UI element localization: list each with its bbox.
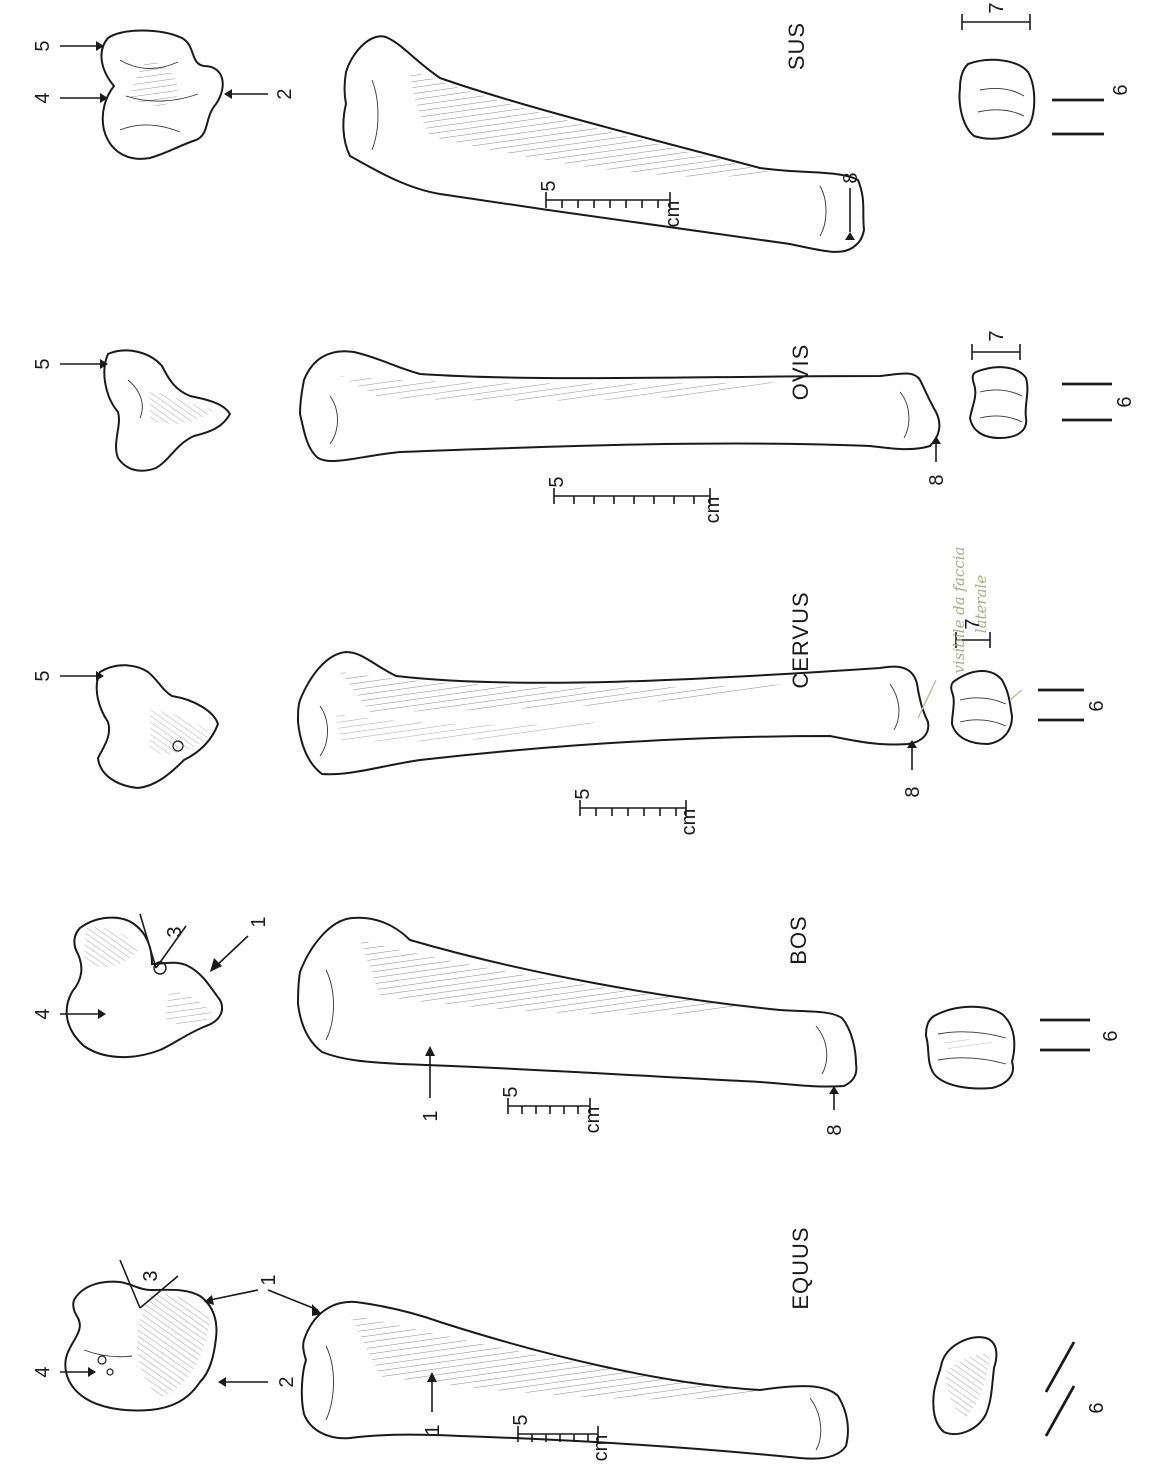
scale-bar-bos: 5 cm [500,1086,604,1133]
measure-6-cervus: 6 [1038,690,1108,720]
measure-6-sus: 6 [1052,84,1132,134]
svg-text:cm: cm [590,1435,612,1462]
svg-text:cm: cm [582,1107,604,1134]
svg-text:6: 6 [1086,700,1108,711]
label-1: 1 [248,916,270,927]
species-label-sus: SUS [784,22,809,70]
row-cervus: 5 8 CERVUS 5 cm 7 6 visibile da faccia [32,547,1108,836]
svg-text:6: 6 [1114,396,1136,407]
label-2: 2 [276,1376,298,1387]
svg-text:5: 5 [538,180,560,191]
row-sus: 5 4 2 8 SUS 5 cm 7 6 [32,2,1132,251]
measure-7-sus: 7 [962,2,1030,30]
ovis-distal-bone [970,367,1027,438]
label-4: 4 [32,92,54,103]
label-8: 8 [824,1124,846,1135]
svg-text:5: 5 [510,1414,532,1425]
species-label-ovis: OVIS [788,344,813,401]
label-5: 5 [32,40,54,51]
row-ovis: 5 8 OVIS 5 cm 7 6 [32,330,1136,523]
label-8: 8 [902,786,924,797]
svg-text:cm: cm [678,809,700,836]
row-equus: 4 3 2 1 1 EQUUS 5 cm 6 [32,1226,1108,1461]
species-label-bos: BOS [786,915,811,964]
svg-text:5: 5 [546,476,568,487]
row-bos: 4 3 1 1 8 BOS 5 cm 6 [32,914,1122,1136]
sus-distal-bone [960,60,1035,139]
svg-text:5: 5 [572,788,594,799]
label-1-shaft: 1 [420,1110,442,1121]
scale-bar-ovis: 5 cm [546,476,724,523]
svg-text:cm: cm [662,201,684,228]
label-8: 8 [840,172,862,183]
svg-text:cm: cm [702,497,724,524]
measure-7-ovis: 7 [972,330,1020,360]
label-4: 4 [32,1366,54,1377]
svg-text:7: 7 [986,330,1008,341]
svg-text:visibile da faccia: visibile da faccia [950,547,968,674]
species-label-equus: EQUUS [788,1226,813,1309]
measure-6-ovis: 6 [1062,384,1136,420]
label-5: 5 [32,670,54,681]
svg-text:6: 6 [1110,84,1132,95]
svg-text:7: 7 [986,2,1008,13]
svg-text:6: 6 [1100,1030,1122,1041]
cervus-shaft-bone [298,652,928,774]
label-1-shaft: 1 [422,1424,444,1435]
label-1: 1 [258,1274,280,1285]
svg-text:5: 5 [500,1086,522,1097]
species-label-cervus: CERVUS [788,591,813,688]
label-2: 2 [274,88,296,99]
measure-6-bos: 6 [1040,1020,1122,1050]
measure-6-equus: 6 [1046,1342,1108,1436]
svg-text:laterale: laterale [972,575,990,634]
label-3: 3 [164,926,186,937]
label-4: 4 [32,1008,54,1019]
scale-bar-cervus: 5 cm [572,788,700,835]
label-5: 5 [32,358,54,369]
svg-text:6: 6 [1086,1402,1108,1413]
label-3: 3 [140,1270,162,1281]
cervus-distal-bone [951,671,1012,744]
ovis-shaft-bone [300,351,939,461]
label-8: 8 [926,474,948,485]
